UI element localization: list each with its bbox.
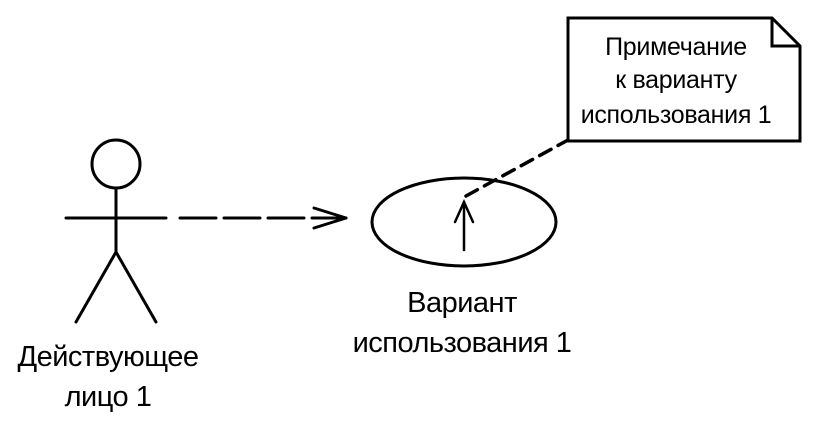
actor-label-line2: лицо 1 — [65, 381, 152, 413]
use-case-ellipse — [370, 176, 558, 268]
note-outline — [566, 16, 802, 143]
use-case-label-line2: использования 1 — [353, 327, 572, 359]
use-case-label-line1: Вариант — [407, 287, 517, 319]
note-fold — [770, 18, 800, 48]
actor-left-leg — [74, 250, 118, 324]
actor-right-leg — [114, 250, 158, 324]
note-text-line1: Примечание — [605, 33, 747, 61]
association-arrowhead — [312, 206, 348, 230]
actor-figure — [64, 138, 168, 324]
actor-head — [90, 138, 142, 190]
note-box — [566, 16, 802, 143]
note-text-line2: к варианту — [615, 66, 737, 94]
association-arrow — [178, 206, 348, 230]
note-connector — [464, 138, 570, 198]
use-case-inner-arrow — [453, 198, 475, 252]
note-text-line3: использования 1 — [581, 101, 772, 129]
actor-label-line1: Действующее — [17, 341, 198, 373]
